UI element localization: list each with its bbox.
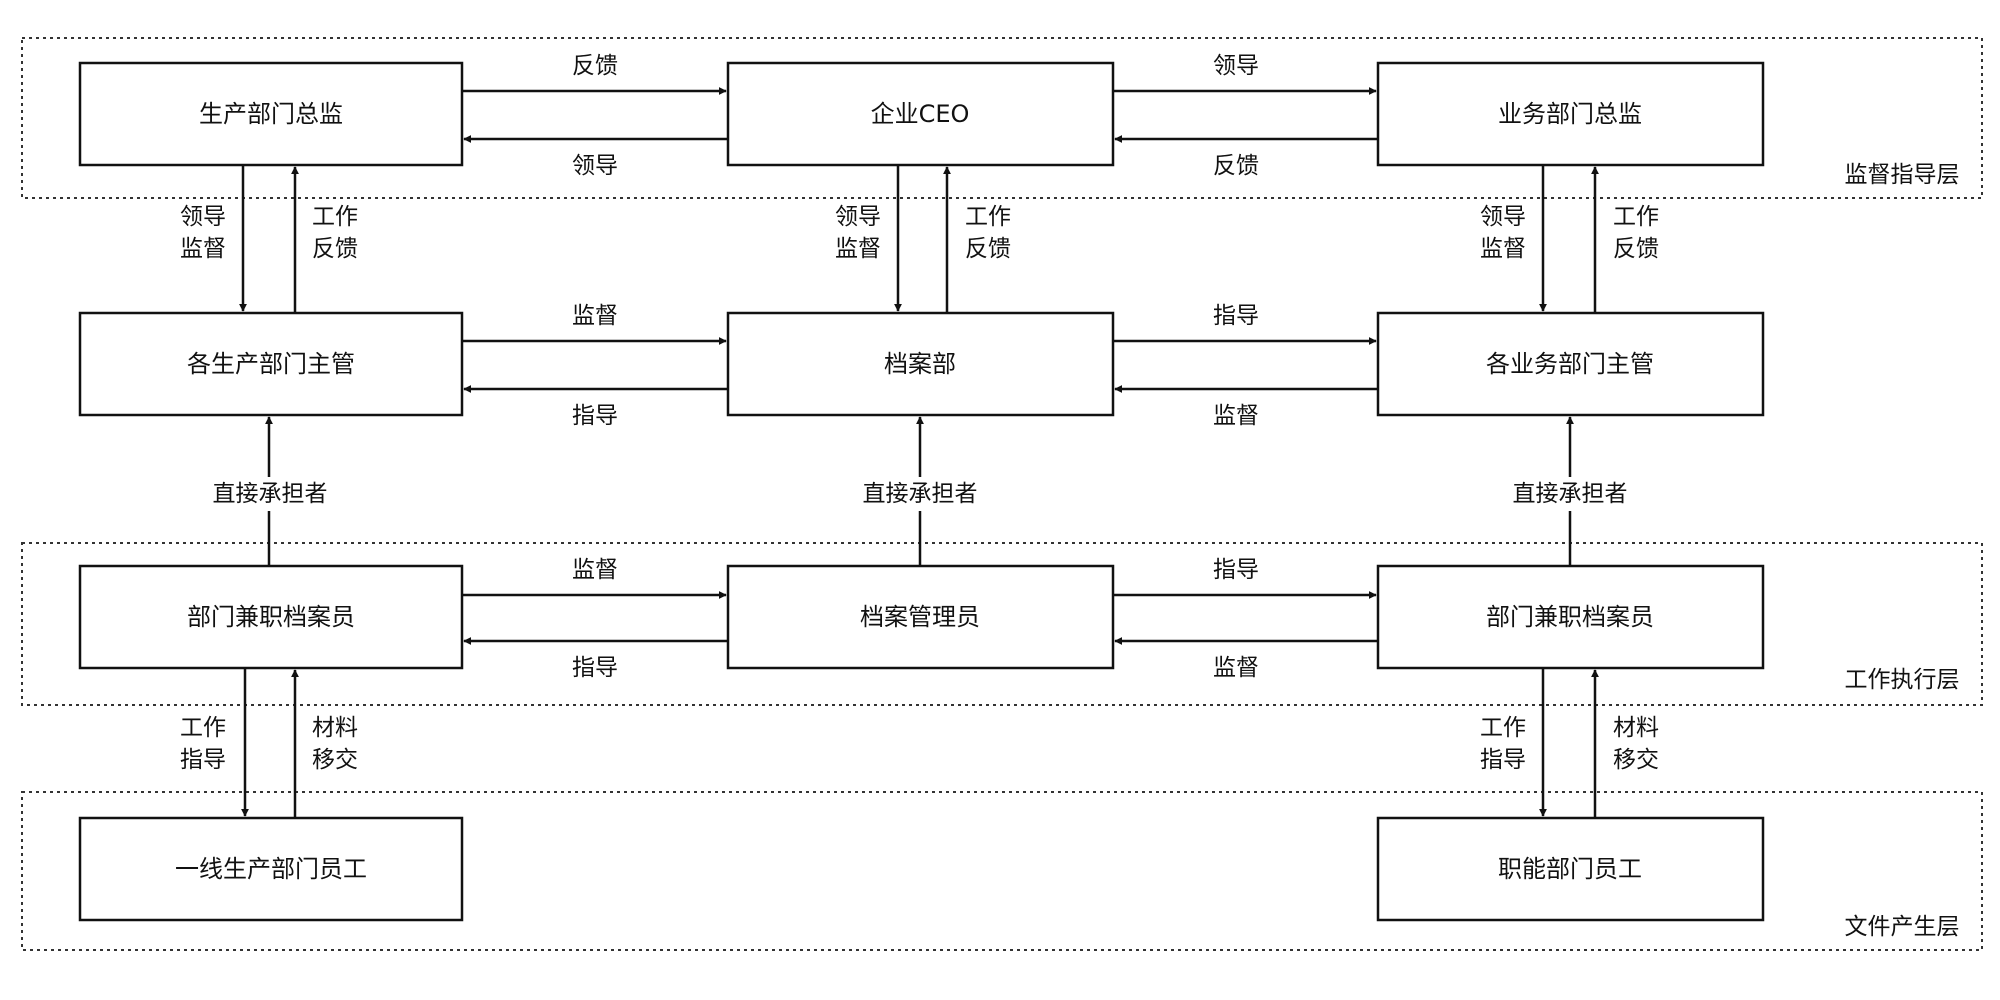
node-box-part-time-archivist-left bbox=[78, 564, 464, 670]
node-production-managers: 各生产部门主管 bbox=[187, 350, 355, 378]
edge-label-work-left-1: 工作 bbox=[312, 204, 358, 230]
edge-label-work-right-1: 工作 bbox=[1613, 204, 1659, 230]
node-ceo: 企业CEO bbox=[871, 100, 970, 128]
edge-label-low-left-back: 指导 bbox=[572, 655, 618, 681]
node-box-ceo bbox=[726, 61, 1115, 167]
layer-frame-generation bbox=[21, 791, 1983, 951]
layer-label-execution: 工作执行层 bbox=[1845, 667, 1960, 693]
node-box-archives-dept bbox=[726, 311, 1115, 417]
edge-label-lead-left-2: 监督 bbox=[180, 236, 226, 262]
node-box-business-director bbox=[1376, 61, 1765, 167]
edge-label-low-left-forward: 监督 bbox=[572, 557, 618, 583]
node-business-managers: 各业务部门主管 bbox=[1486, 350, 1654, 378]
edge-label-lead-left-1: 领导 bbox=[180, 204, 226, 230]
edge-label-bg-direct-right bbox=[1500, 477, 1640, 511]
edge-label-work-center-1: 工作 bbox=[965, 204, 1011, 230]
edge-label-bg-direct-left bbox=[200, 477, 340, 511]
edge-label-lead-right-1: 领导 bbox=[1480, 204, 1526, 230]
node-box-production-director bbox=[78, 61, 464, 167]
node-box-business-managers bbox=[1376, 311, 1765, 417]
layer-frame-execution bbox=[21, 542, 1983, 706]
edge-label-low-right-back: 监督 bbox=[1213, 655, 1259, 681]
edge-label-workguide-left-2: 指导 bbox=[180, 747, 226, 773]
node-functional-staff: 职能部门员工 bbox=[1498, 855, 1642, 883]
node-part-time-archivist-right: 部门兼职档案员 bbox=[1486, 603, 1654, 631]
edge-label-mid-right-forward: 指导 bbox=[1213, 303, 1259, 329]
node-production-director: 生产部门总监 bbox=[199, 100, 343, 128]
node-part-time-archivist-left: 部门兼职档案员 bbox=[187, 603, 355, 631]
edge-label-direct-bearer-center: 直接承担者 bbox=[863, 481, 978, 507]
edge-label-direct-bearer-left: 直接承担者 bbox=[213, 481, 328, 507]
node-frontline-staff: 一线生产部门员工 bbox=[175, 855, 367, 883]
edge-label-mid-left-forward: 监督 bbox=[572, 303, 618, 329]
layer-frame-supervision bbox=[21, 37, 1983, 199]
edge-label-workguide-left-1: 工作 bbox=[180, 715, 226, 741]
edge-label-mid-right-back: 监督 bbox=[1213, 403, 1259, 429]
node-box-functional-staff bbox=[1376, 816, 1765, 922]
edge-label-bg-direct-center bbox=[850, 477, 990, 511]
edge-label-transfer-left-2: 移交 bbox=[312, 747, 358, 773]
edge-label-work-center-2: 反馈 bbox=[965, 236, 1011, 262]
edge-label-workguide-right-1: 工作 bbox=[1480, 715, 1526, 741]
edge-label-top-right-back: 反馈 bbox=[1213, 153, 1259, 179]
node-box-production-managers bbox=[78, 311, 464, 417]
edge-label-top-right-forward: 领导 bbox=[1213, 53, 1259, 79]
edge-label-top-left-back: 领导 bbox=[572, 153, 618, 179]
edge-label-lead-center-1: 领导 bbox=[835, 204, 881, 230]
edge-label-direct-bearer-right: 直接承担者 bbox=[1513, 481, 1628, 507]
edge-label-lead-right-2: 监督 bbox=[1480, 236, 1526, 262]
node-business-director: 业务部门总监 bbox=[1498, 100, 1642, 128]
edge-label-work-left-2: 反馈 bbox=[312, 236, 358, 262]
edge-label-low-right-forward: 指导 bbox=[1213, 557, 1259, 583]
node-archives-dept: 档案部 bbox=[884, 350, 956, 378]
layer-label-generation: 文件产生层 bbox=[1845, 914, 1960, 940]
edge-label-workguide-right-2: 指导 bbox=[1480, 747, 1526, 773]
edge-label-transfer-right-2: 移交 bbox=[1613, 747, 1659, 773]
edge-label-transfer-left-1: 材料 bbox=[312, 715, 358, 741]
node-box-frontline-staff bbox=[78, 816, 464, 922]
edge-label-top-left-forward: 反馈 bbox=[572, 53, 618, 79]
edge-label-work-right-2: 反馈 bbox=[1613, 236, 1659, 262]
node-archive-administrator: 档案管理员 bbox=[860, 603, 980, 631]
edge-label-transfer-right-1: 材料 bbox=[1613, 715, 1659, 741]
layer-label-supervision: 监督指导层 bbox=[1845, 162, 1960, 188]
edge-label-mid-left-back: 指导 bbox=[572, 403, 618, 429]
edge-label-lead-center-2: 监督 bbox=[835, 236, 881, 262]
